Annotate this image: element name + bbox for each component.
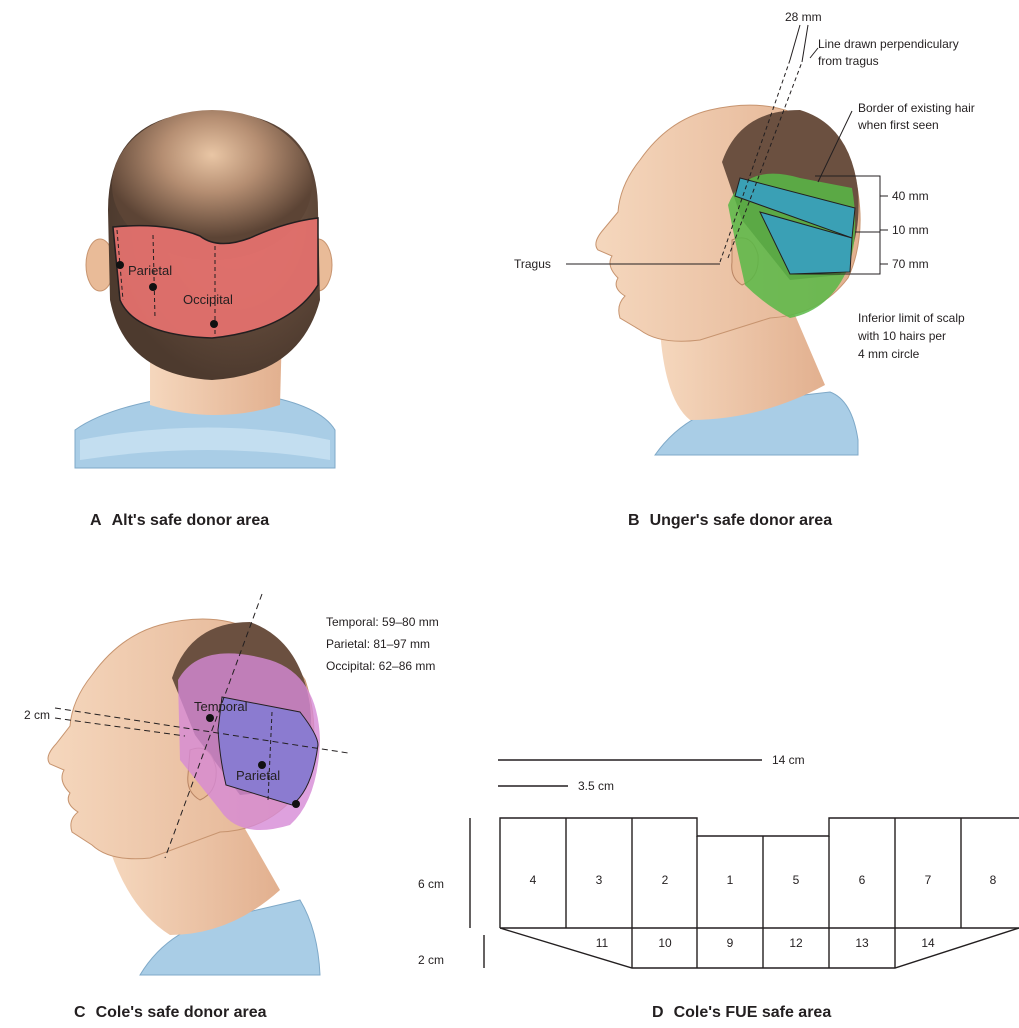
unger-inferior-label-2: with 10 hairs per bbox=[857, 329, 946, 343]
fue-6cm-label: 6 cm bbox=[418, 877, 444, 891]
fue-cell: 3 bbox=[596, 873, 603, 887]
fue-cell: 6 bbox=[859, 873, 866, 887]
caption-a: A Alt's safe donor area bbox=[90, 512, 269, 530]
unger-28mm-label: 28 mm bbox=[785, 10, 822, 24]
caption-d-text: Cole's FUE safe area bbox=[674, 1004, 832, 1021]
unger-tragus-label: Tragus bbox=[514, 257, 551, 271]
unger-border-label-2: when first seen bbox=[857, 118, 939, 132]
fue-cell: 9 bbox=[727, 936, 734, 950]
caption-c-text: Cole's safe donor area bbox=[96, 1004, 267, 1021]
fue-cell: 12 bbox=[789, 936, 803, 950]
unger-inferior-label-1: Inferior limit of scalp bbox=[858, 311, 965, 325]
unger-line-drawn-label-2: from tragus bbox=[818, 54, 879, 68]
fue-3-5cm-label: 3.5 cm bbox=[578, 779, 614, 793]
cole-range-parietal: Parietal: 81–97 mm bbox=[326, 637, 430, 651]
caption-a-text: Alt's safe donor area bbox=[112, 512, 270, 529]
caption-b-text: Unger's safe donor area bbox=[650, 512, 833, 529]
fue-14cm-label: 14 cm bbox=[772, 753, 805, 767]
caption-d: D Cole's FUE safe area bbox=[652, 1004, 831, 1022]
caption-a-letter: A bbox=[90, 512, 102, 529]
cole-2cm-label: 2 cm bbox=[24, 708, 50, 722]
cole-parietal-label: Parietal bbox=[236, 768, 280, 783]
caption-c: C Cole's safe donor area bbox=[74, 1004, 267, 1022]
fue-cell: 5 bbox=[793, 873, 800, 887]
alt-parietal-label: Parietal bbox=[128, 263, 172, 278]
fue-cell: 10 bbox=[658, 936, 672, 950]
fue-2cm-label: 2 cm bbox=[418, 953, 444, 967]
cole-range-temporal: Temporal: 59–80 mm bbox=[326, 615, 439, 629]
lower-row-outline bbox=[500, 928, 1019, 968]
fue-cell: 11 bbox=[596, 936, 609, 950]
unger-70mm-label: 70 mm bbox=[892, 257, 929, 271]
fue-cell: 13 bbox=[855, 936, 869, 950]
unger-line-drawn-label-1: Line drawn perpendiculary bbox=[818, 37, 959, 51]
caption-b: B Unger's safe donor area bbox=[628, 512, 832, 530]
fue-cell: 1 bbox=[727, 873, 734, 887]
unger-border-label-1: Border of existing hair bbox=[858, 101, 975, 115]
unger-inferior-label-3: 4 mm circle bbox=[858, 347, 920, 361]
fue-cell: 2 bbox=[662, 873, 669, 887]
cole-range-occipital: Occipital: 62–86 mm bbox=[326, 659, 435, 673]
fue-cell: 14 bbox=[921, 936, 935, 950]
caption-d-letter: D bbox=[652, 1004, 664, 1021]
cole-temporal-label: Temporal bbox=[194, 699, 248, 714]
upper-row-outline bbox=[500, 818, 1019, 928]
caption-c-letter: C bbox=[74, 1004, 86, 1021]
unger-40mm-label: 40 mm bbox=[892, 189, 929, 203]
unger-10mm-label: 10 mm bbox=[892, 223, 929, 237]
caption-b-letter: B bbox=[628, 512, 640, 529]
fue-lower-cells: 11 10 9 12 13 14 bbox=[596, 936, 935, 950]
alt-occipital-label: Occipital bbox=[183, 292, 233, 307]
fue-cell: 8 bbox=[990, 873, 997, 887]
fue-cell: 7 bbox=[925, 873, 932, 887]
fue-grid bbox=[470, 760, 1019, 968]
fue-cell: 4 bbox=[530, 873, 537, 887]
